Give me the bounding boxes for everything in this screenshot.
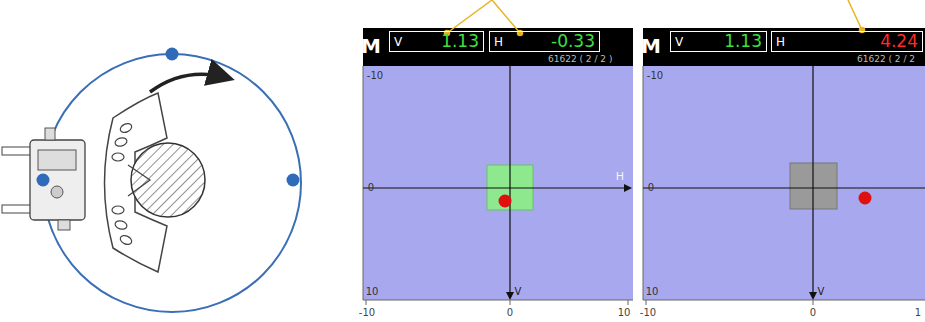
readout-value: -0.33 [551,33,595,50]
axis-letter: H [776,36,785,48]
readout-box: H -0.33 [489,31,600,52]
axis-label: 0 [648,183,654,193]
readout-value: 4.24 [880,33,918,50]
screen-right [643,0,925,305]
axis-label: 10 [618,308,631,318]
axis-letter: H [494,36,503,48]
axis-label: 0 [507,308,513,318]
mode-letter: M [641,36,661,56]
serial-number: 61622 ( 2 / 2 [857,55,915,64]
axis-label: -10 [640,308,656,318]
readout-value: 1.13 [724,33,762,50]
axis-label: -10 [359,308,375,318]
axis-label: 10 [366,287,379,297]
axis-label: 10 [646,287,659,297]
screen-middle [363,0,633,305]
axis-label: H [616,171,624,182]
serial-number: 61622 ( 2 / 2 ) [548,55,612,64]
axis-letter: V [675,36,683,48]
axis-label: -10 [647,71,663,81]
axis-label: 0 [810,308,816,318]
axis-letter: V [394,36,402,48]
axis-label: -10 [367,71,383,81]
axis-label: V [515,287,522,297]
rotation-illustration [2,48,301,313]
readout-box: V 1.13 [670,31,767,52]
axis-label: 0 [368,183,374,193]
axis-label: 1 [915,308,921,318]
mode-letter: M [361,36,381,56]
readout-value: 1.13 [441,33,479,50]
readout-box: H 4.24 [771,31,923,52]
axis-label: V [818,287,825,297]
readout-box: V 1.13 [389,31,484,52]
